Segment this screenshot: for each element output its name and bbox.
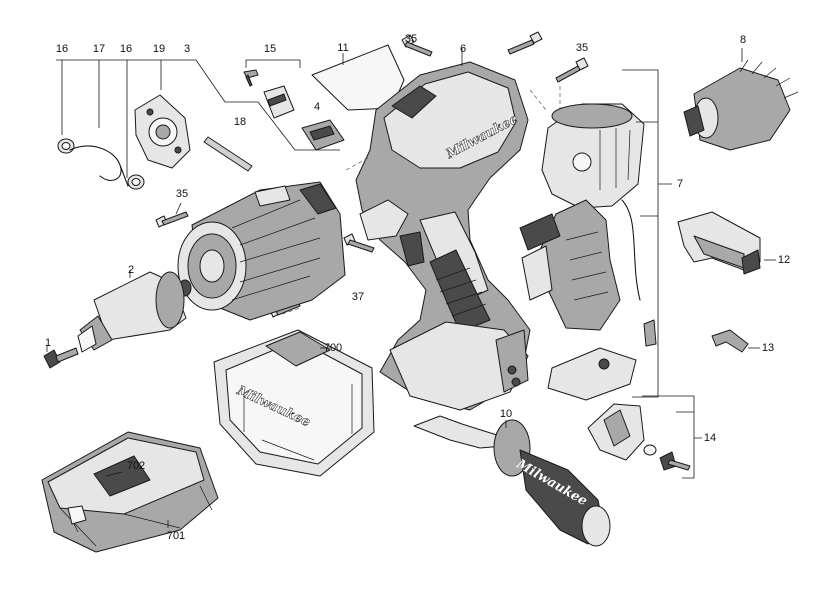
part-16-retaining-ring-right: [127, 174, 145, 190]
part-35-screw-mid-right: [555, 57, 589, 83]
callout-701: 701: [166, 530, 186, 542]
part-35-screw-top-left: [401, 34, 433, 57]
gearbox-assembly: [177, 181, 346, 321]
part-16-retaining-ring: [57, 138, 75, 154]
callout-10: 10: [499, 408, 513, 420]
part-35-screw-left: [155, 211, 189, 228]
part-8-motor-rotor: [683, 59, 799, 151]
part-15-group: [243, 59, 301, 119]
part-12-bracket: [677, 211, 761, 275]
bracket-group-3: [56, 59, 340, 178]
part-2-chuck: [77, 271, 187, 353]
bracket-group-7: [622, 69, 672, 398]
callout-13: 13: [761, 342, 775, 354]
callout-17: 17: [92, 43, 106, 55]
callout-14: 14: [703, 432, 717, 444]
callout-35-top: 35: [404, 33, 418, 45]
callout-7: 7: [676, 178, 684, 190]
callout-12: 12: [777, 254, 791, 266]
part-37-screw: [343, 233, 375, 253]
callout-15: 15: [263, 43, 277, 55]
callout-6: 6: [459, 43, 467, 55]
part-701-foam-box: [41, 431, 219, 553]
part-14-belt-clip: [587, 403, 691, 471]
callout-35-left: 35: [175, 188, 189, 200]
callout-11: 11: [337, 42, 349, 54]
callout-19: 19: [152, 43, 166, 55]
part-4-clip: [301, 119, 345, 151]
part-7-motor-assembly: [519, 103, 657, 401]
callout-3: 3: [183, 43, 191, 55]
part-10-side-handle: Milwaukee: [413, 415, 611, 547]
callout-35-right: 35: [575, 42, 589, 54]
callout-4: 4: [313, 101, 321, 113]
callout-18: 18: [233, 116, 247, 128]
callout-16-right: 16: [119, 43, 133, 55]
part-19-mode-plate: [134, 94, 191, 169]
callout-1: 1: [44, 337, 52, 349]
callout-8: 8: [739, 34, 747, 46]
callout-702: 702: [126, 460, 146, 472]
part-17-spring-clip: [69, 145, 129, 187]
part-1-screw: [43, 347, 79, 369]
part-700-carrying-case: Milwaukee: [213, 329, 375, 477]
part-6-housing: Milwaukee: [355, 61, 531, 411]
part-35-screw-top-right: [507, 31, 543, 55]
callout-700: 700: [323, 342, 343, 354]
bracket-group-14: [642, 395, 702, 479]
part-18-pin: [203, 136, 253, 172]
part-13-clip: [711, 329, 749, 353]
callout-16-left: 16: [55, 43, 69, 55]
callout-37: 37: [351, 291, 365, 303]
callout-2: 2: [127, 264, 135, 276]
